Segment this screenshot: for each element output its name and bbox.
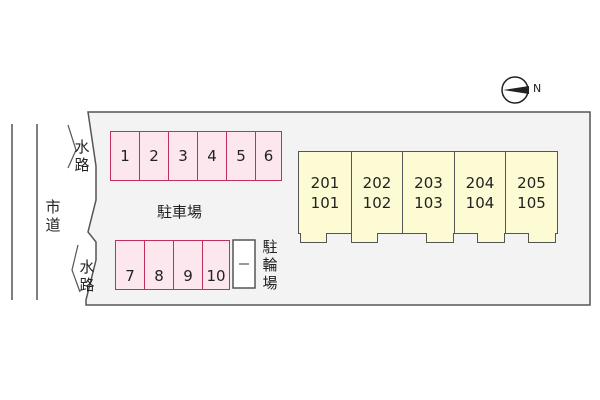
apartment-unit: 203 103 (402, 151, 455, 234)
parking-space: 5 (226, 131, 256, 181)
parking-space: 9 (173, 240, 203, 290)
unit-number-lower: 105 (517, 193, 546, 212)
apartment-unit: 201 101 (298, 151, 352, 234)
unit-number-upper: 203 (414, 173, 443, 192)
waterway-label-bottom: 水 路 (79, 258, 95, 294)
unit-number-upper: 202 (362, 173, 392, 192)
road-label: 市 道 (45, 198, 61, 234)
compass-north-arrow-icon (501, 76, 529, 104)
apartment-unit: 202 102 (351, 151, 403, 234)
bicycle-parking-label: 駐 輪 場 (262, 238, 278, 292)
parking-space: 3 (168, 131, 198, 181)
parking-space: 10 (202, 240, 230, 290)
parking-lot-label: 駐車場 (157, 203, 203, 221)
unit-number-lower: 103 (414, 193, 443, 212)
unit-number-upper: 201 (310, 173, 340, 192)
waterway-line (67, 124, 77, 169)
unit-entrance (300, 233, 327, 243)
apartment-unit: 205 105 (505, 151, 558, 234)
unit-entrance (426, 233, 454, 243)
parking-space: 6 (255, 131, 282, 181)
apartment-unit: 204 104 (454, 151, 506, 234)
unit-entrance (351, 233, 378, 243)
parking-space: 7 (115, 240, 145, 290)
parking-space: 1 (110, 131, 140, 181)
parking-space: 4 (197, 131, 227, 181)
parking-space: 2 (139, 131, 169, 181)
waterway-label-top: 水 路 (74, 138, 90, 174)
unit-entrance (477, 233, 505, 243)
parking-space: 8 (144, 240, 174, 290)
unit-number-upper: 204 (465, 173, 495, 192)
unit-entrance (528, 233, 556, 243)
waterway-line (71, 244, 81, 293)
unit-number-lower: 101 (310, 193, 340, 212)
unit-number-lower: 104 (465, 193, 495, 212)
unit-number-lower: 102 (362, 193, 392, 212)
compass-label: N (533, 82, 542, 95)
unit-number-upper: 205 (517, 173, 546, 192)
